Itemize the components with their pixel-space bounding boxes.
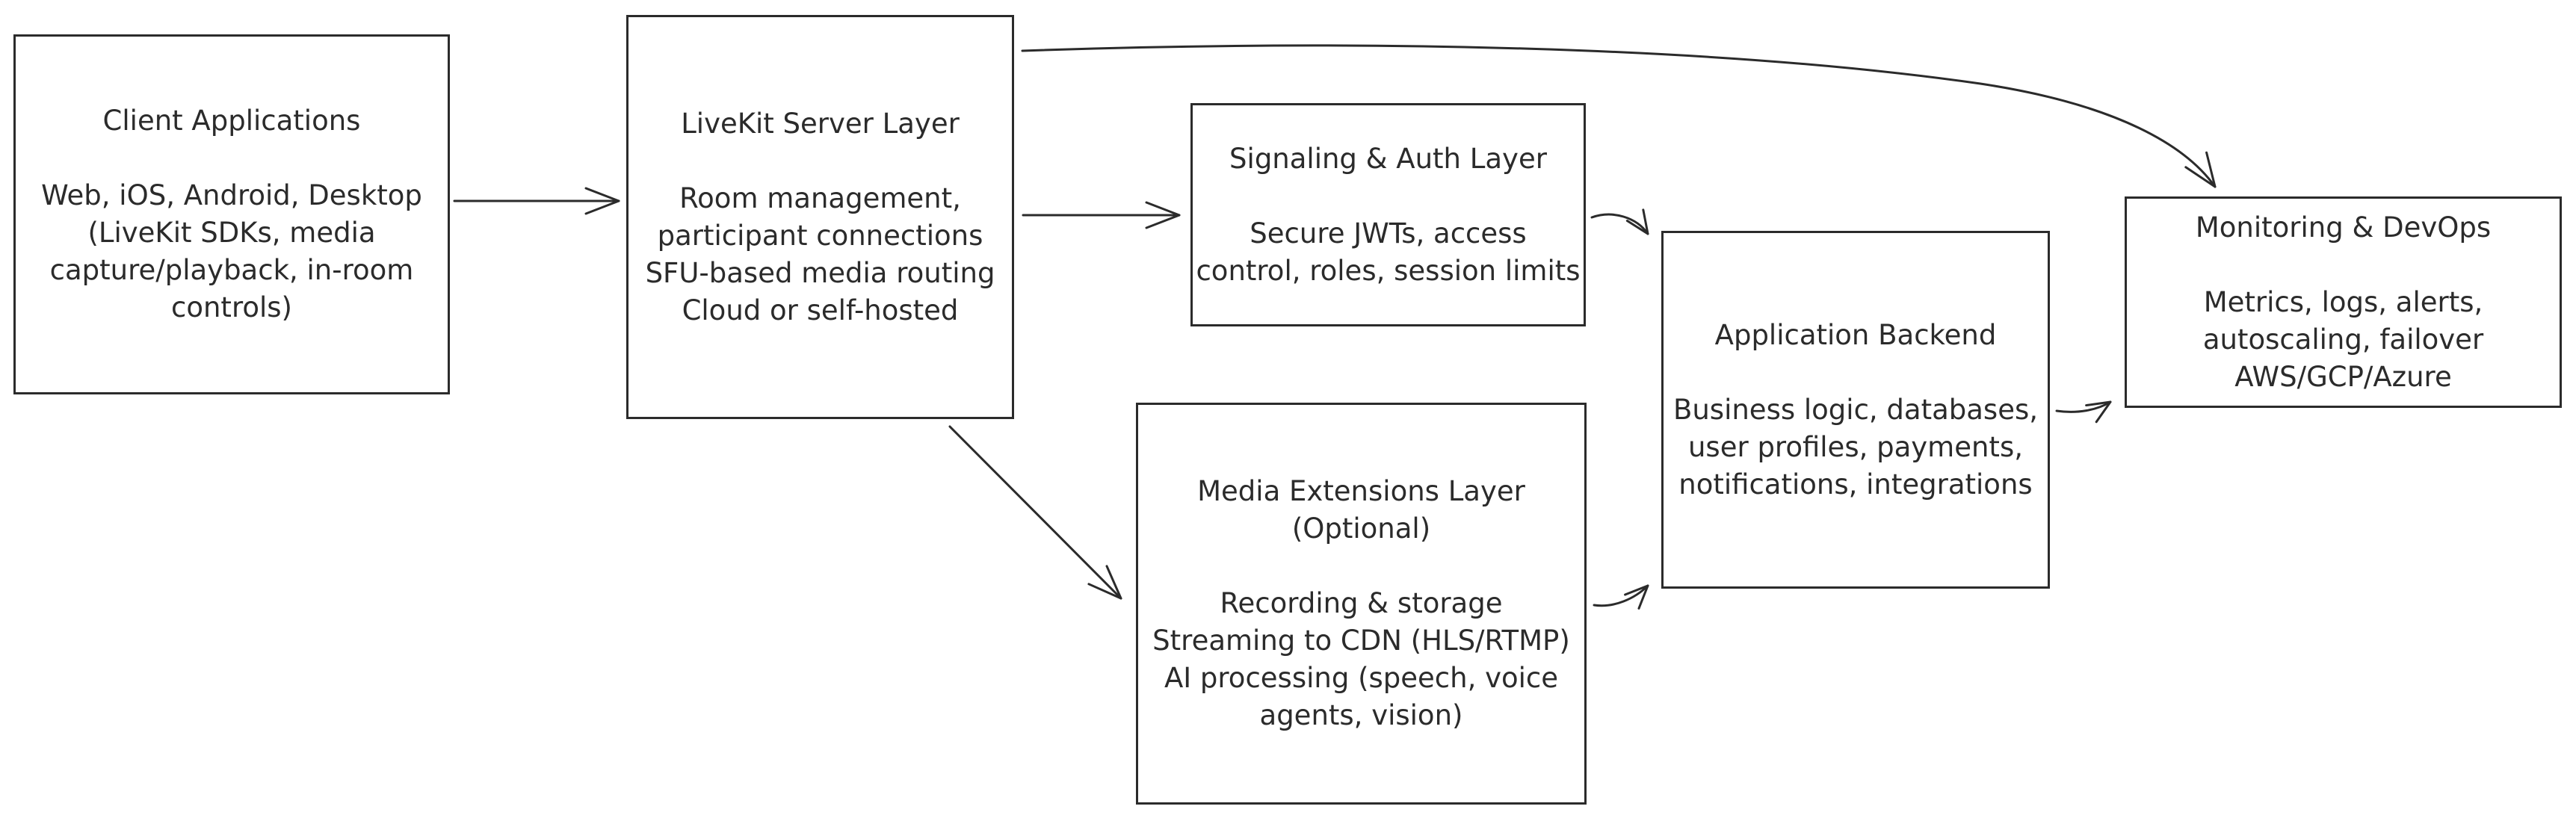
node-application-backend: Application Backend Business logic, data… [1661,231,2050,589]
node-body: Web, iOS, Android, Desktop (LiveKit SDKs… [41,179,422,323]
node-body: Business logic, databases, user profiles… [1672,393,2039,501]
node-body: Room management, participant connections… [645,182,995,326]
node-title: LiveKit Server Layer [681,107,960,140]
node-livekit-server-layer: LiveKit Server Layer Room management, pa… [626,15,1014,419]
node-body: Recording & storage Streaming to CDN (HL… [1152,587,1570,731]
node-title: Media Extensions Layer (Optional) [1197,475,1525,545]
node-title: Application Backend [1714,318,1997,351]
arrow-media-extensions-to-backend [1593,584,1649,610]
node-client-applications: Client Applications Web, iOS, Android, D… [13,34,450,394]
node-body: Secure JWTs, access control, roles, sess… [1196,217,1581,287]
node-signaling-auth-layer: Signaling & Auth Layer Secure JWTs, acce… [1190,103,1586,326]
node-title: Client Applications [102,105,361,137]
arrow-signaling-to-backend [1590,208,1649,235]
arrow-livekit-to-media-extensions [948,425,1122,600]
node-title: Monitoring & DevOps [2195,211,2492,244]
arrow-backend-to-monitoring [2055,400,2112,424]
node-monitoring-devops: Monitoring & DevOps Metrics, logs, alert… [2125,196,2562,408]
node-title: Signaling & Auth Layer [1229,142,1547,175]
node-media-extensions-layer: Media Extensions Layer (Optional) Record… [1136,403,1587,805]
node-body: Metrics, logs, alerts, autoscaling, fail… [2202,285,2484,393]
